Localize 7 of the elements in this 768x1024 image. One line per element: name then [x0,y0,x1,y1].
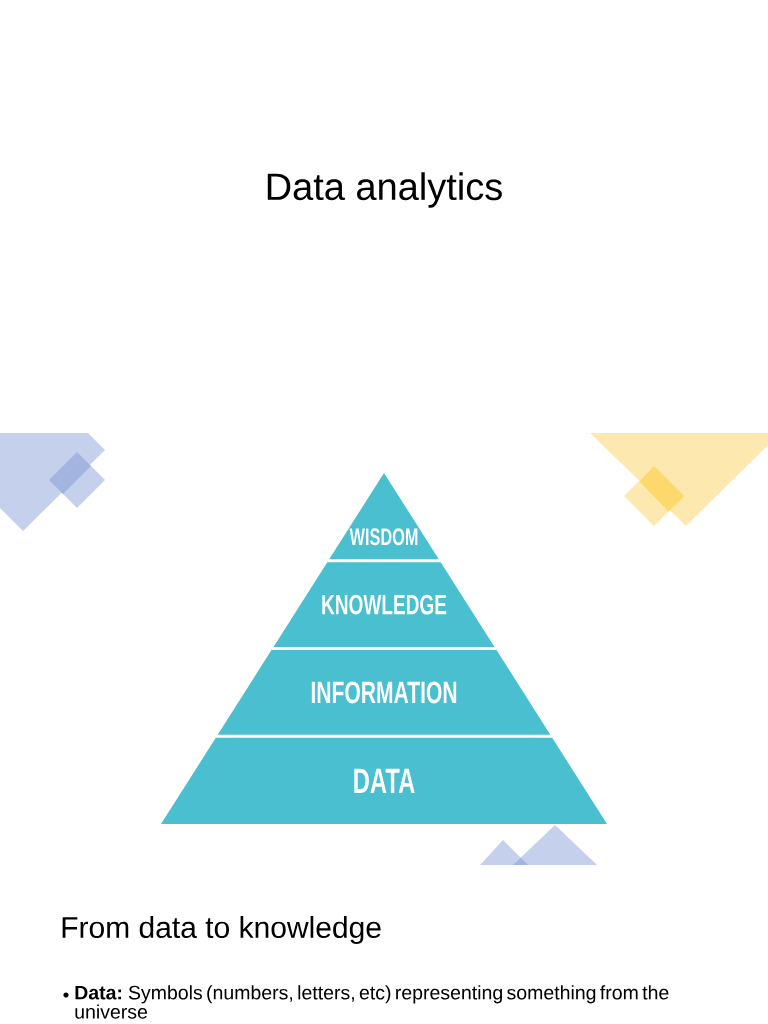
pyramid-layer: WISDOM [329,473,439,560]
slide-title: Data analytics [267,172,502,208]
pyramid-layer: INFORMATION [217,650,551,735]
section-heading: From data to knowledge [62,916,381,944]
bullet-text: Data: Symbols (numbers, letters, etc) representing something from the universe [75,985,669,1019]
pyramid-layer: DATA [161,737,607,824]
pyramid-layer: KNOWLEDGE [273,562,495,647]
